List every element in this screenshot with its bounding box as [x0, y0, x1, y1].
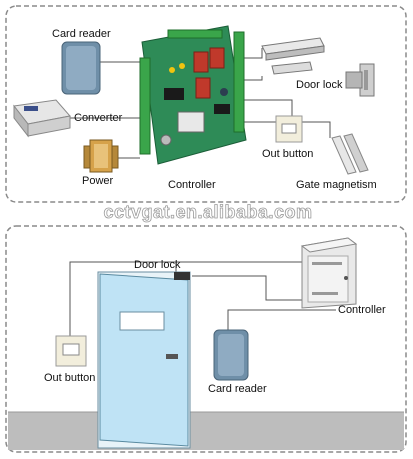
- bottom-exit-button: [55, 335, 87, 367]
- label-card-reader-bottom: Card reader: [208, 383, 267, 395]
- label-card-reader-top: Card reader: [52, 28, 111, 40]
- door-handle: [166, 354, 178, 359]
- converter-device: [13, 99, 71, 138]
- magnetic-lock: [261, 37, 325, 75]
- label-door-lock-bottom: Door lock: [134, 259, 181, 271]
- label-door-lock-top: Door lock: [296, 79, 343, 91]
- power-transformer: [83, 139, 119, 173]
- top-exit-button: [275, 115, 303, 143]
- bottom-card-reader: [213, 329, 249, 381]
- gate-magnetism-sensor: [331, 133, 369, 175]
- controller-board: [139, 25, 247, 165]
- top-card-reader: [61, 41, 101, 95]
- label-controller-top: Controller: [168, 179, 216, 191]
- door: [97, 271, 191, 449]
- electric-strike: [345, 63, 375, 97]
- label-converter: Converter: [74, 112, 123, 124]
- label-out-button-top: Out button: [262, 148, 313, 160]
- bottom-controller-box: [300, 237, 358, 309]
- label-gate-magnetism: Gate magnetism: [296, 179, 377, 191]
- door-lock-device: [174, 272, 190, 280]
- watermark-text: cctvgat.en.alibaba.com: [103, 202, 312, 222]
- label-out-button-bottom: Out button: [44, 372, 95, 384]
- label-controller-bottom: Controller: [338, 304, 386, 316]
- floor: [8, 412, 404, 450]
- door-window: [119, 311, 165, 331]
- label-power: Power: [82, 175, 114, 187]
